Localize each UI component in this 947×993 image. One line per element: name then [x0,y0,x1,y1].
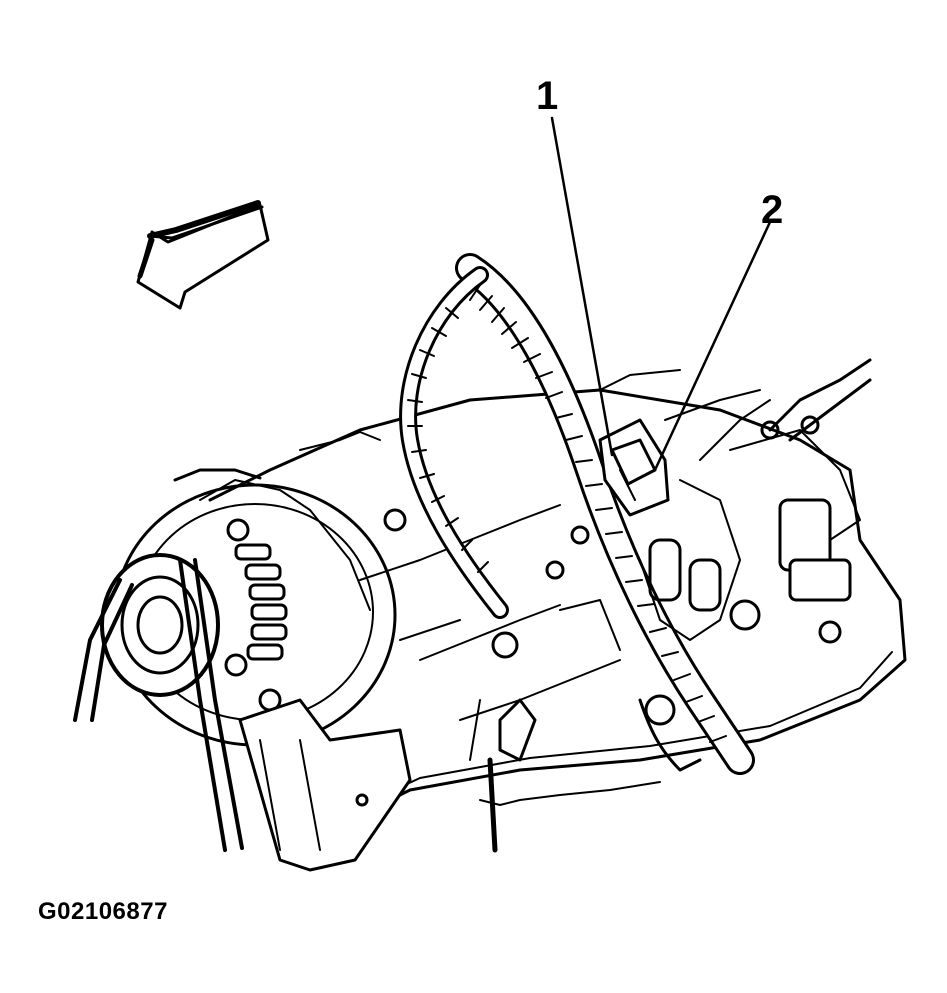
callout-leader-lines [550,116,772,472]
lower-center-components [399,599,702,853]
figure-id: G02106877 [38,898,168,925]
sensor-connector-assembly [383,369,761,726]
callout-label-2: 2 [761,188,784,232]
wiring-harness-conduit [399,253,755,775]
callout-label-1: 1 [536,74,559,118]
alternator-bracket [238,698,412,872]
alternator [100,479,397,747]
right-side-components [699,358,872,644]
engine-base-outline [173,388,907,832]
drive-belt [73,558,244,852]
front-direction-arrow-icon [136,200,270,310]
